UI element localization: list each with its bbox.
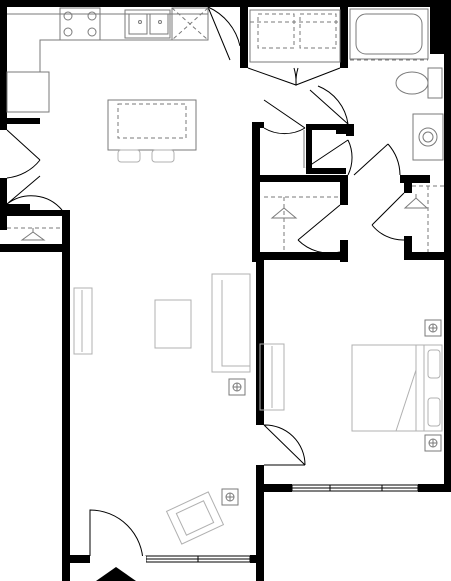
armchair-icon: [165, 491, 225, 545]
outlet-icon: [424, 319, 442, 337]
interior-walls: [0, 0, 451, 485]
bed: [351, 344, 443, 432]
outlet-icon: [221, 488, 239, 506]
living-room: [73, 273, 285, 545]
sink-icon: [412, 113, 444, 161]
hanger-icon: [20, 228, 46, 241]
doors[interactable]: [6, 6, 405, 564]
entry-arrow-icon: [96, 567, 136, 581]
hanger-icon: [403, 194, 429, 209]
windows: [145, 484, 419, 563]
outlet-icon: [228, 378, 246, 396]
laundry: [249, 9, 341, 63]
toilet-icon: [395, 67, 443, 99]
outlet-icon: [424, 434, 442, 452]
kitchen: [6, 7, 209, 163]
bathtub-icon: [349, 8, 429, 61]
